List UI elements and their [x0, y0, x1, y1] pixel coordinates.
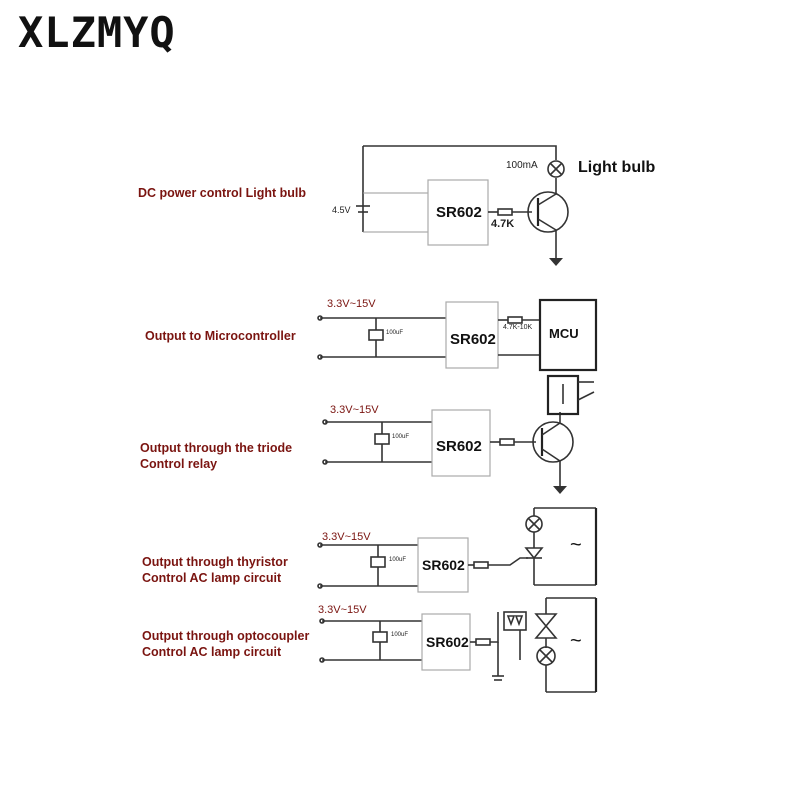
circuit-3-module-label: SR602 [436, 438, 482, 455]
circuit-3-voltage: 3.3V~15V [330, 404, 379, 416]
circuit-1-module-label: SR602 [436, 204, 482, 221]
circuit-4-module-label: SR602 [422, 557, 465, 573]
brand-logo-text: XLZMYQ [18, 8, 176, 57]
circuit-5-capacitor-label: 100uF [391, 632, 409, 638]
circuit-5-ac-symbol: ~ [570, 630, 582, 652]
circuit-4-wiring [317, 507, 598, 593]
circuit-2-module-label: SR602 [450, 331, 496, 348]
circuit-1-resistor-label: 4.7K [491, 218, 515, 230]
circuit-4-ac-symbol: ~ [570, 534, 582, 556]
circuit-4-capacitor-label: 100uF [389, 557, 407, 563]
circuit-2-voltage: 3.3V~15V [327, 298, 376, 310]
circuit-3-capacitor-label: 100uF [392, 434, 410, 440]
circuit-3-caption-line1: Output through the triode [140, 441, 293, 455]
circuit-5-wiring [319, 597, 598, 693]
circuit-1-load-label: Light bulb [578, 159, 656, 176]
circuit-2-capacitor-label: 100uF [386, 330, 404, 336]
circuit-1-caption: DC power control Light bulb [138, 186, 307, 200]
circuit-2-resistor-label: 4.7K-10K [503, 324, 533, 331]
circuit-5-voltage: 3.3V~15V [318, 604, 367, 616]
circuit-3-wiring [322, 374, 595, 494]
circuit-4-voltage: 3.3V~15V [322, 531, 371, 543]
circuit-2-load-label: MCU [549, 326, 579, 341]
circuit-5-caption-line2: Control AC lamp circuit [142, 645, 282, 659]
circuit-1-voltage: 4.5V [332, 205, 351, 215]
circuit-5-module-label: SR602 [426, 634, 469, 650]
circuit-1-wiring [356, 145, 569, 266]
circuit-2-caption: Output to Microcontroller [145, 329, 296, 343]
circuit-3-caption-line2: Control relay [140, 457, 218, 471]
circuit-5-caption-line1: Output through optocoupler [142, 629, 310, 643]
circuit-4-caption-line2: Control AC lamp circuit [142, 571, 282, 585]
circuit-4-caption-line1: Output through thyristor [142, 555, 288, 569]
circuit-1-current-label: 100mA [506, 160, 538, 171]
circuit-2-wiring [317, 298, 598, 372]
